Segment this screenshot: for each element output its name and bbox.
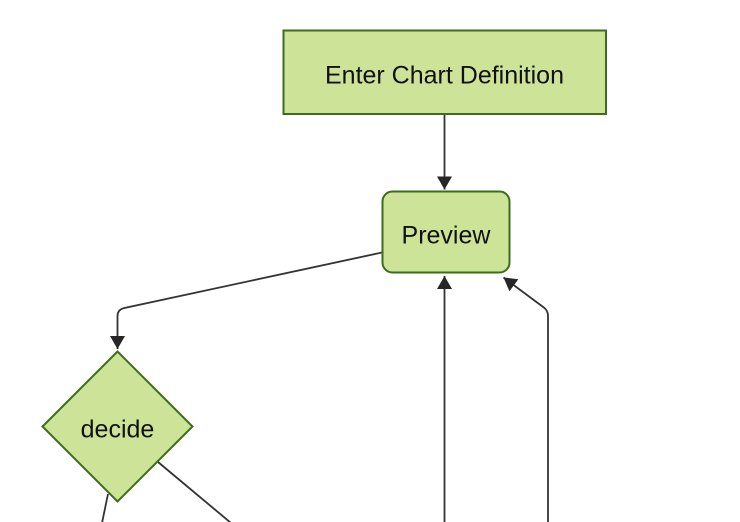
node-decide-label: decide [81, 416, 155, 444]
node-preview-label: Preview [402, 222, 492, 250]
node-preview-shape [381, 190, 511, 274]
edge-bottom-right-to-preview [502, 276, 549, 522]
edge-preview-to-decide [110, 251, 383, 349]
node-preview: Preview [381, 190, 511, 274]
node-enter-chart-definition-label: Enter Chart Definition [325, 62, 564, 90]
node-enter-chart-definition-shape [282, 29, 607, 115]
edge-decide-down-right [157, 461, 232, 522]
node-enter-chart-definition: Enter Chart Definition [282, 29, 607, 115]
node-decide: decide [41, 350, 194, 503]
edge-decide-down-left [101, 493, 109, 522]
edge-layer [101, 114, 549, 522]
node-decide-shape [41, 350, 194, 503]
